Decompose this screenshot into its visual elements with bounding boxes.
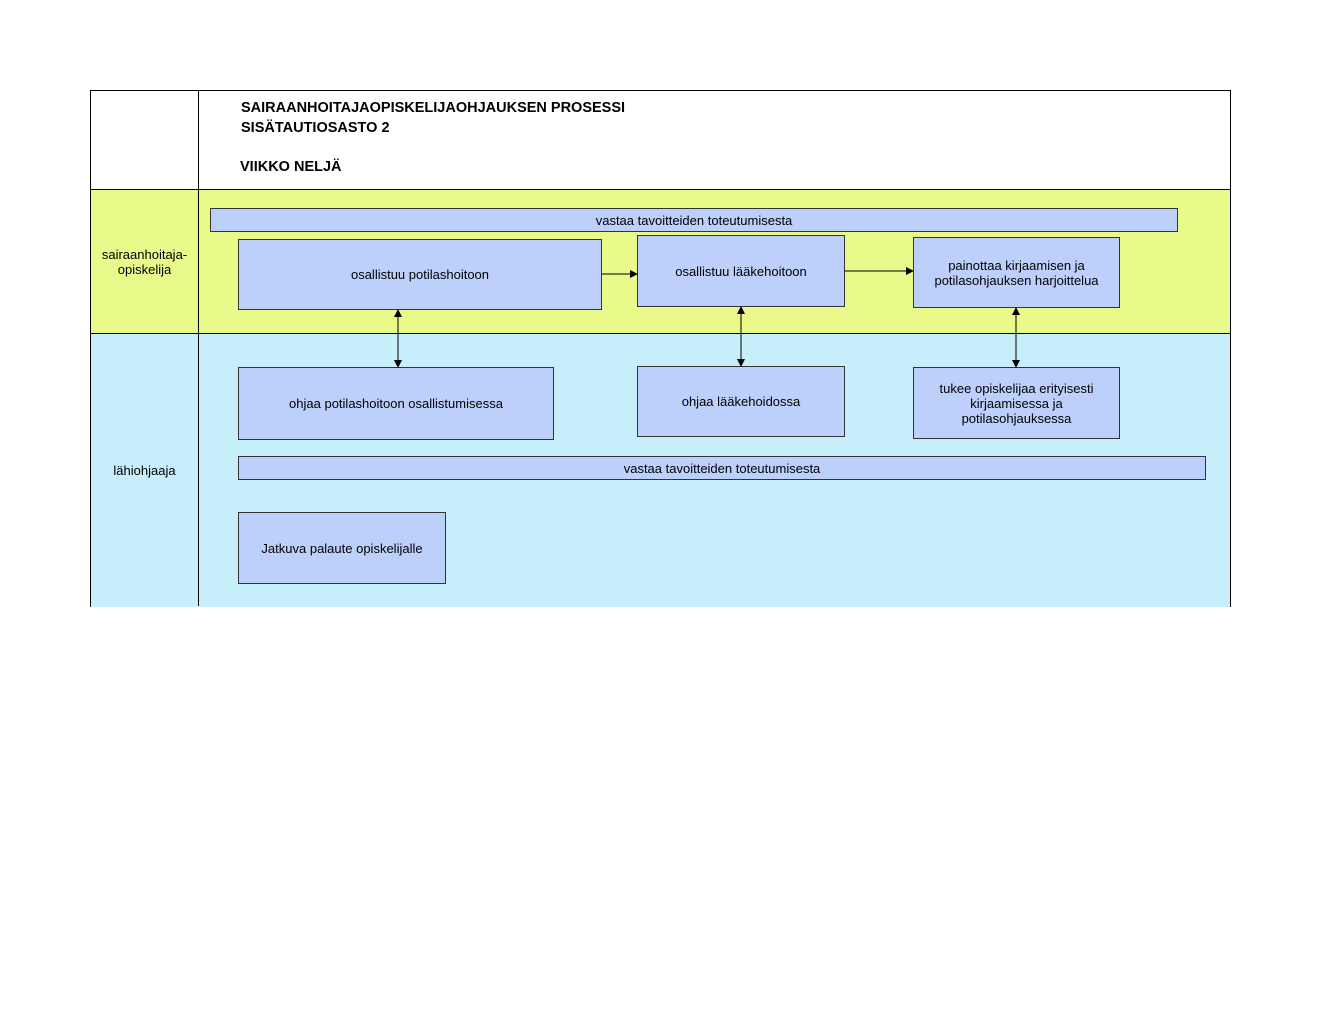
student-goals-box: vastaa tavoitteiden toteutumisesta (210, 208, 1178, 232)
student-patient-care-box: osallistuu potilashoitoon (238, 239, 602, 310)
mentor-feedback-box: Jatkuva palaute opiskelijalle (238, 512, 446, 584)
mentor-documentation-box: tukee opiskelijaa erityisesti kirjaamise… (913, 367, 1120, 439)
lane-label-mentor: lähiohjaaja (113, 463, 176, 478)
mentor-medication-box: ohjaa lääkehoidossa (637, 366, 845, 437)
header-band (91, 91, 1230, 189)
week-label: VIIKKO NELJÄ (240, 159, 342, 175)
student-medication-box: osallistuu lääkehoitoon (637, 235, 845, 307)
diagram-subtitle: SISÄTAUTIOSASTO 2 (241, 120, 390, 136)
mentor-patient-care-box: ohjaa potilashoitoon osallistumisessa (238, 367, 554, 440)
mentor-goals-box: vastaa tavoitteiden toteutumisesta (238, 456, 1206, 480)
lane-label-divider (198, 91, 199, 606)
diagram-title: SAIRAANHOITAJAOPISKELIJAOHJAUKSEN PROSES… (241, 100, 626, 116)
lane-label-student: sairaanhoitaja- opiskelija (101, 247, 188, 277)
student-documentation-box: painottaa kirjaamisen ja potilasohjaukse… (913, 237, 1120, 308)
